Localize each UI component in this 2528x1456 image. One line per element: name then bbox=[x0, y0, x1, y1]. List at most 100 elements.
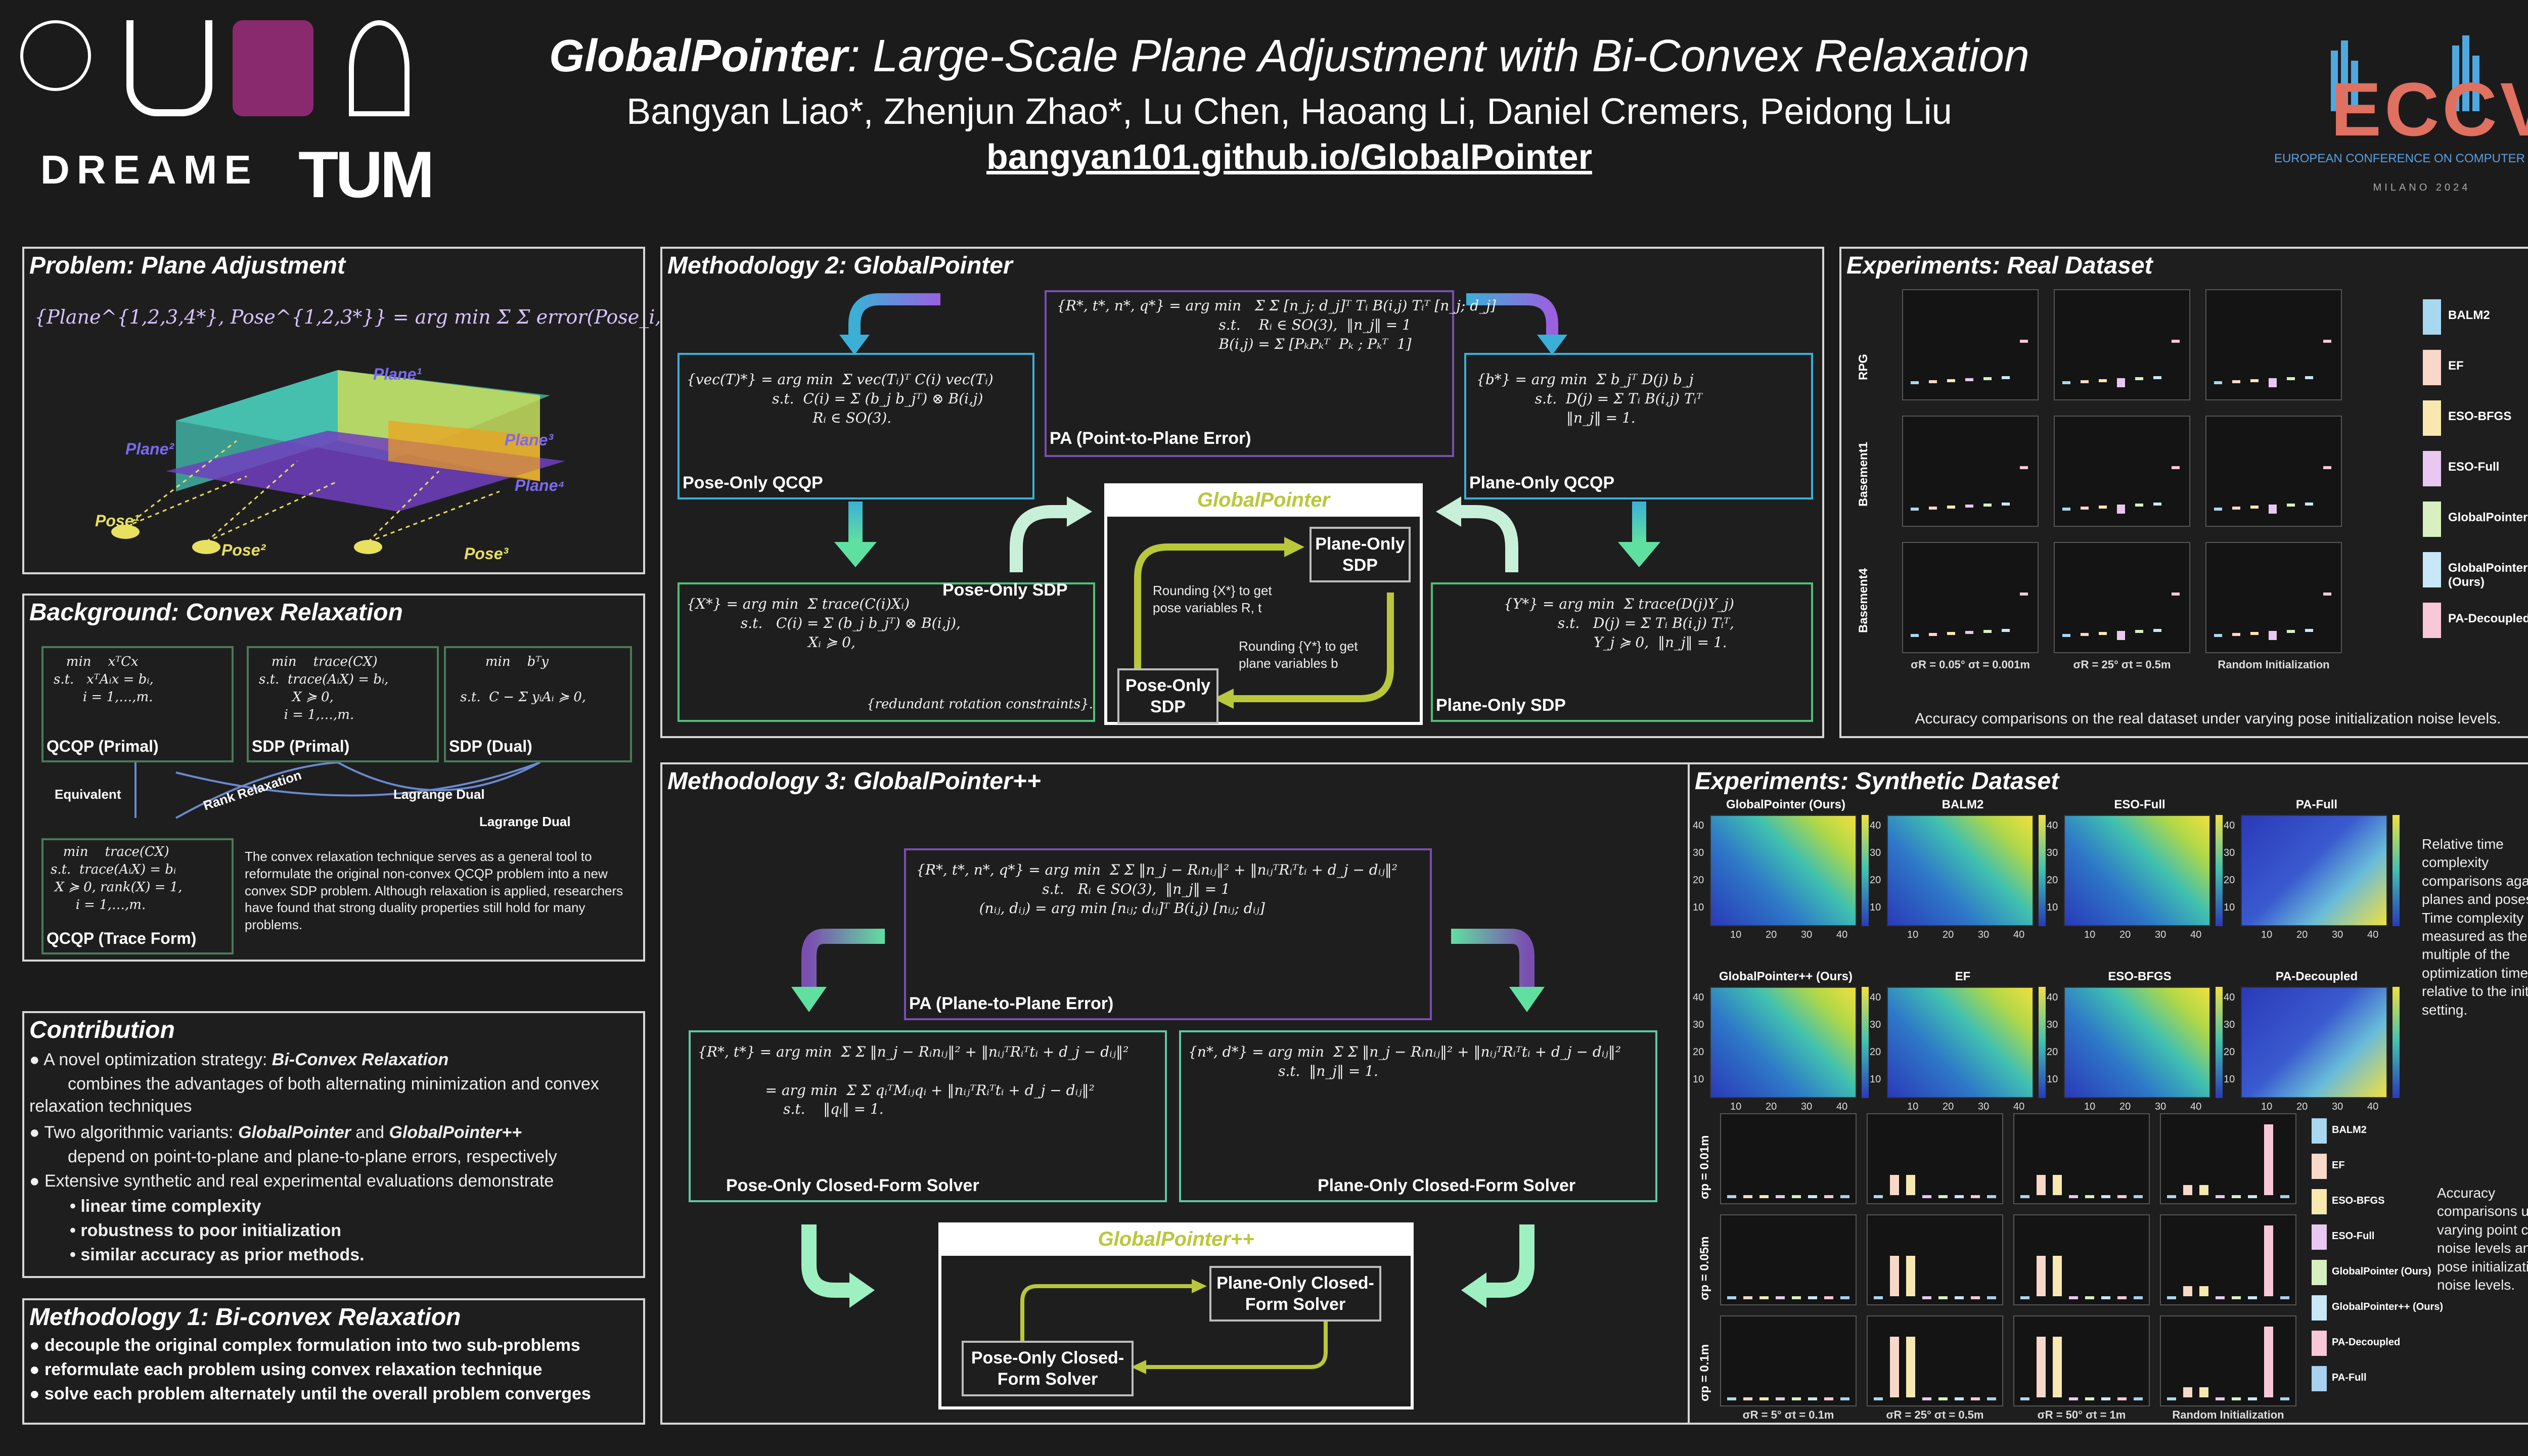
syn-mark bbox=[1743, 1195, 1752, 1198]
syn-mark bbox=[1824, 1195, 1833, 1198]
panel-synthetic-dataset: Experiments: Synthetic Dataset GlobalPoi… bbox=[1688, 762, 2528, 1425]
real-mark bbox=[2323, 340, 2331, 343]
label-lagrange-dual-1: Lagrange Dual bbox=[393, 787, 485, 802]
box-sdp-primal: min trace(CX) s.t. trace(AᵢX) = bᵢ, X ≽ … bbox=[247, 646, 439, 762]
syn-mark bbox=[2232, 1397, 2241, 1400]
y-tick: 40 bbox=[2047, 820, 2058, 831]
x-tick: 20 bbox=[2119, 929, 2131, 940]
syn-mark bbox=[1727, 1195, 1736, 1198]
syn-mark bbox=[2069, 1397, 2078, 1400]
colorbar bbox=[2216, 815, 2223, 926]
label-sdp-primal: SDP (Primal) bbox=[252, 737, 350, 755]
syn-mark bbox=[2248, 1195, 2257, 1198]
y-tick: 10 bbox=[1693, 902, 1704, 913]
real-plot bbox=[1902, 542, 2039, 653]
syn-mark bbox=[2264, 1225, 2273, 1296]
real-mark bbox=[2232, 380, 2240, 383]
syn-col-label: σR = 50° σt = 1m bbox=[2037, 1408, 2126, 1421]
y-tick: 40 bbox=[1870, 992, 1881, 1003]
box-pose-only-sdp: {X*} = arg min Σ trace(C(i)Xᵢ) s.t. C(i)… bbox=[678, 580, 1095, 722]
syn-mark bbox=[1759, 1397, 1769, 1400]
syn-mark bbox=[1776, 1296, 1785, 1299]
syn-mark bbox=[1938, 1397, 1948, 1400]
project-link[interactable]: bangyan101.github.io/GlobalPointer bbox=[986, 137, 1592, 176]
real-mark bbox=[2172, 466, 2180, 469]
y-tick: 30 bbox=[1693, 1019, 1704, 1030]
real-mark bbox=[2099, 506, 2107, 509]
syn-mark bbox=[1971, 1195, 1980, 1198]
syn-mark bbox=[2248, 1296, 2257, 1299]
real-mark bbox=[1947, 506, 1955, 509]
real-mark bbox=[2020, 593, 2028, 596]
y-tick: 20 bbox=[1693, 1046, 1704, 1058]
syn-mark bbox=[1840, 1195, 1849, 1198]
panel-method3: Methodology 3: GlobalPointer++ {R*, t*, … bbox=[660, 762, 1698, 1425]
legend-label: PA-Decoupled bbox=[2332, 1337, 2401, 1348]
box-pose-closed-form: {R*, t*} = arg min Σ Σ ‖n_j − Rᵢnᵢⱼ‖² + … bbox=[689, 1030, 1167, 1202]
real-mark bbox=[2002, 376, 2010, 379]
real-mark bbox=[2135, 377, 2143, 380]
label-pa-point: PA (Point-to-Plane Error) bbox=[1050, 429, 1251, 448]
heatmap-title: BALM2 bbox=[1942, 798, 1984, 811]
syn-mark bbox=[1808, 1195, 1817, 1198]
real-row-label: Basement1 bbox=[1857, 441, 1870, 507]
syn-mark bbox=[1971, 1397, 1980, 1400]
real-mark bbox=[1947, 632, 1955, 635]
syn-mark bbox=[2264, 1124, 2273, 1195]
panel-method1: Methodology 1: Bi-convex Relaxation ● de… bbox=[22, 1298, 645, 1425]
real-mark bbox=[2002, 629, 2010, 632]
acc-caption: Accuracy comparisons under varying point… bbox=[2437, 1185, 2528, 1293]
legend-label: BALM2 bbox=[2448, 308, 2490, 322]
x-tick: 20 bbox=[1943, 929, 1954, 940]
syn-mark bbox=[2037, 1175, 2046, 1195]
syn-mark bbox=[2020, 1296, 2029, 1299]
real-mark bbox=[2002, 503, 2010, 506]
x-tick: 20 bbox=[2296, 1101, 2308, 1112]
y-tick: 30 bbox=[2047, 1019, 2058, 1030]
syn-mark bbox=[1743, 1296, 1752, 1299]
synthetic-title: Experiments: Synthetic Dataset bbox=[1695, 768, 2059, 795]
real-row-label: RPG bbox=[1857, 353, 1870, 380]
x-tick: 30 bbox=[1801, 929, 1813, 940]
legend-label: ESO-BFGS bbox=[2332, 1195, 2385, 1206]
syn-mark bbox=[2117, 1195, 2127, 1198]
legend-swatch bbox=[2423, 400, 2441, 436]
syn-mark bbox=[2020, 1397, 2029, 1400]
legend-label: GlobalPointer (Ours) bbox=[2448, 511, 2528, 524]
box-pose-only-qcqp: {vec(T)*} = arg min Σ vec(Tᵢ)ᵀ C(i) vec(… bbox=[678, 353, 1034, 499]
box-sdp-dual: min bᵀy s.t. C − Σ yᵢAᵢ ≽ 0, SDP (Dual) bbox=[444, 646, 632, 762]
syn-plot bbox=[2160, 1214, 2296, 1305]
node-plane-closed-form: Plane-Only Closed-Form Solver bbox=[1209, 1266, 1381, 1322]
y-tick: 30 bbox=[2047, 847, 2058, 858]
syn-mark bbox=[2085, 1296, 2094, 1299]
syn-mark bbox=[2134, 1195, 2143, 1198]
y-tick: 40 bbox=[1693, 992, 1704, 1003]
real-mark bbox=[2323, 593, 2331, 596]
label-pose-closed-form: Pose-Only Closed-Form Solver bbox=[726, 1176, 979, 1195]
heatmap-title: EF bbox=[1955, 970, 1971, 983]
real-col-label: σR = 25° σt = 0.5m bbox=[2073, 658, 2171, 671]
x-tick: 20 bbox=[1943, 1101, 1954, 1112]
legend-label: ESO-Full bbox=[2332, 1231, 2375, 1242]
real-plot bbox=[2054, 289, 2190, 400]
time-caption: Relative time complexity comparisons aga… bbox=[2422, 836, 2528, 1018]
syn-mark bbox=[1922, 1397, 1931, 1400]
syn-mark bbox=[1971, 1296, 1980, 1299]
label-qcqp-trace: QCQP (Trace Form) bbox=[47, 929, 197, 947]
rounding-pose: Rounding {X*} to get pose variables R, t bbox=[1153, 583, 1272, 615]
syn-mark bbox=[2248, 1397, 2257, 1400]
y-tick: 20 bbox=[2224, 1046, 2235, 1058]
real-mark bbox=[2323, 466, 2331, 469]
real-mark bbox=[2062, 508, 2070, 511]
real-mark bbox=[2305, 503, 2313, 506]
logo-dreame: DREAME bbox=[40, 147, 258, 192]
real-plot bbox=[2054, 542, 2190, 653]
x-tick: 10 bbox=[1907, 929, 1919, 940]
x-tick: 40 bbox=[2367, 929, 2379, 940]
syn-col-label: σR = 25° σt = 0.5m bbox=[1886, 1408, 1984, 1421]
real-mark bbox=[2250, 379, 2259, 382]
syn-plot bbox=[1867, 1214, 2003, 1305]
label-pose3: Pose³ bbox=[464, 544, 509, 563]
y-tick: 10 bbox=[2224, 1074, 2235, 1085]
